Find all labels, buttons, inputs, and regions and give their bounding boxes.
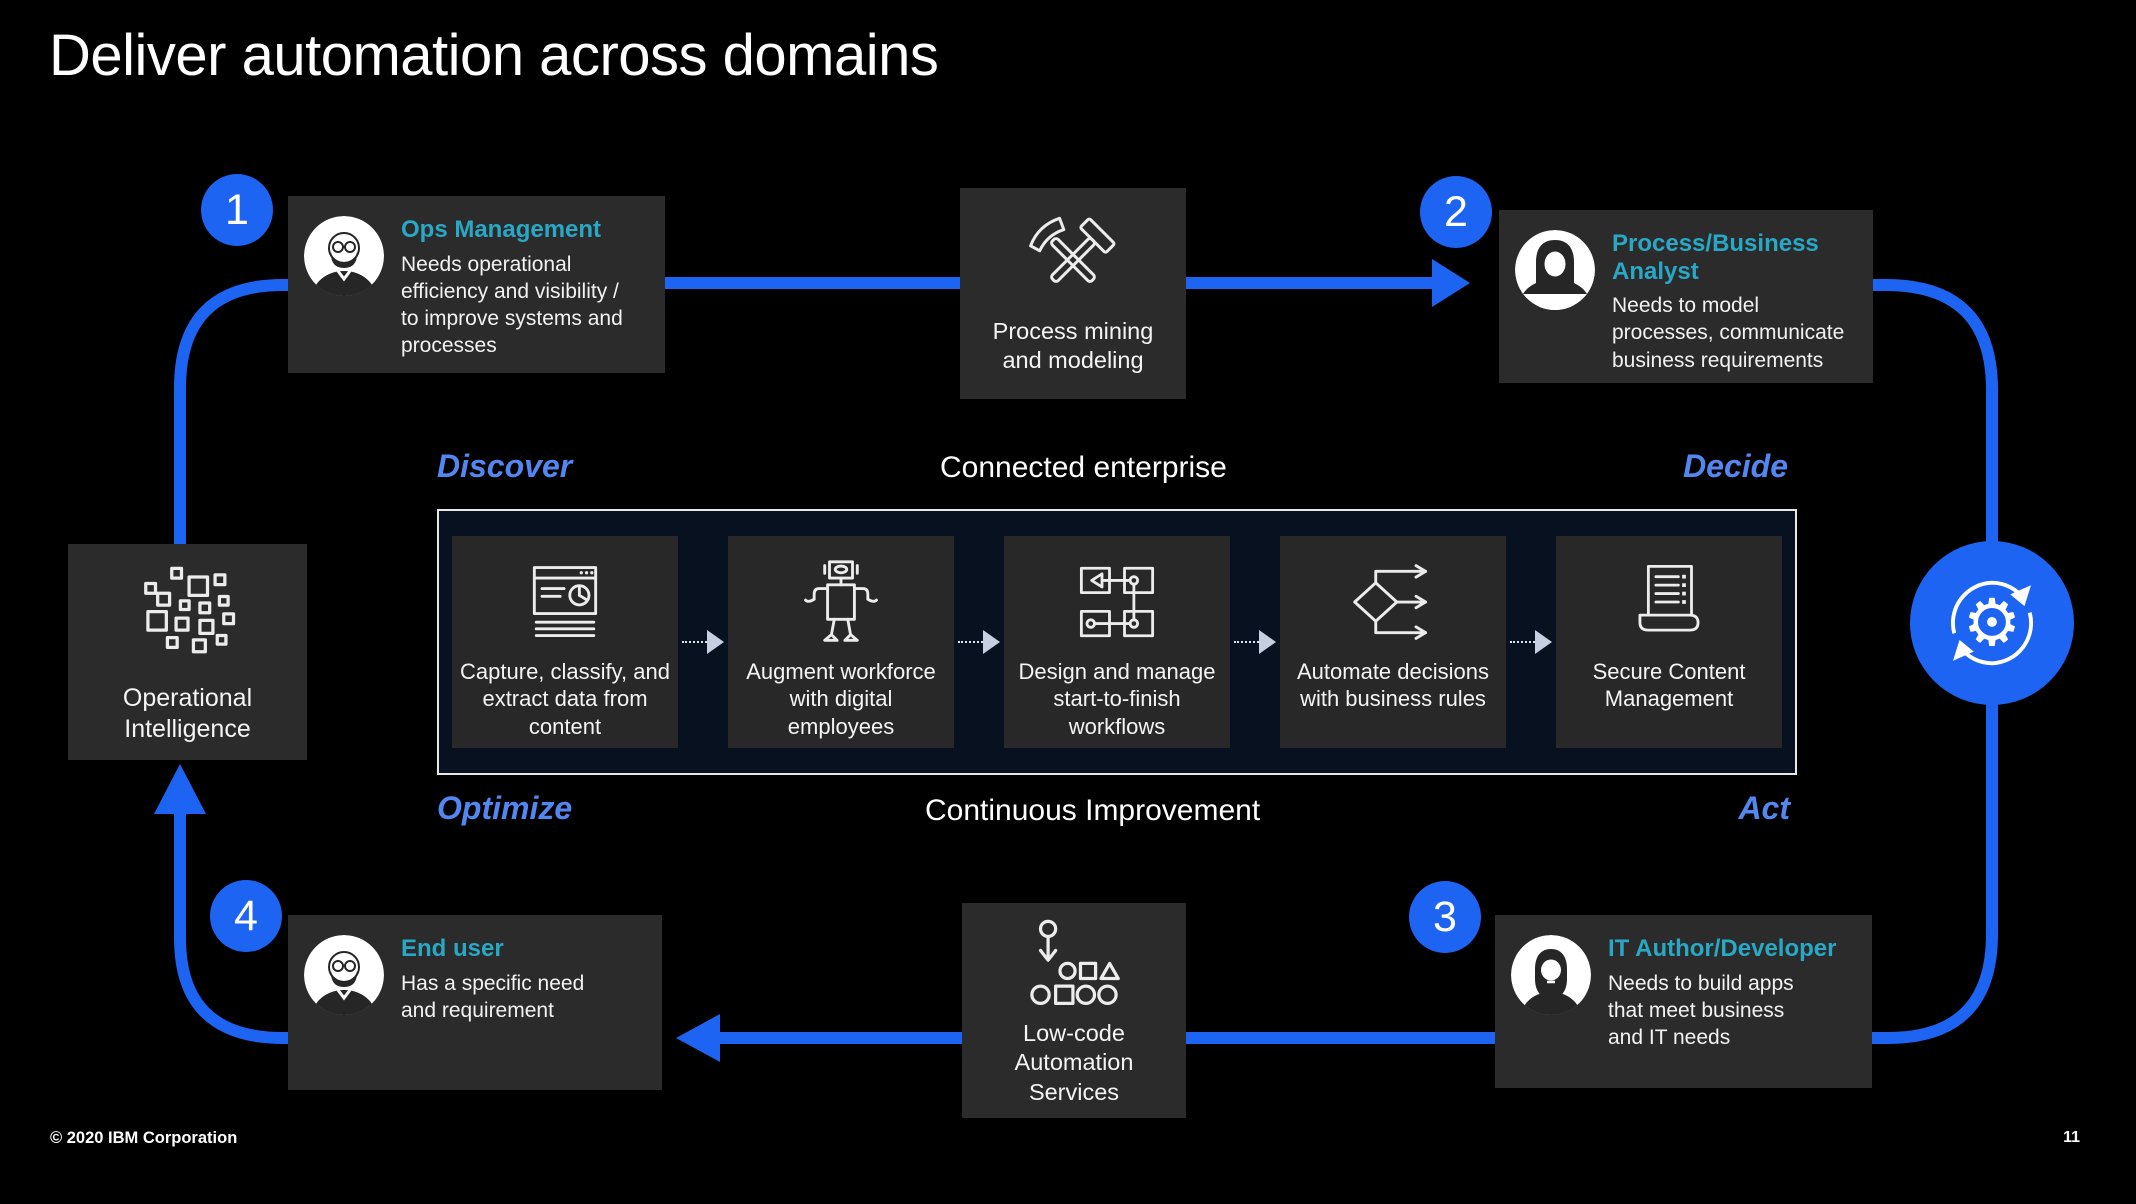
label-connected-enterprise: Connected enterprise bbox=[940, 451, 1227, 484]
avatar-bald-man-glasses-beard-icon bbox=[304, 935, 384, 1015]
capability-box-decisions: Automate decisions with business rules bbox=[1280, 536, 1506, 748]
stage-label-discover: Discover bbox=[437, 448, 573, 484]
node-label: Low-code Automation Services bbox=[1014, 1020, 1134, 1105]
connector-top-left-arc bbox=[174, 279, 290, 544]
browser-analytics-icon bbox=[519, 550, 611, 654]
dotted-arrow-icon bbox=[1510, 630, 1552, 654]
step-4-badge: 4 bbox=[210, 880, 282, 952]
node-label: Operational Intelligence bbox=[122, 684, 253, 744]
connector-bottom-left-arc bbox=[174, 812, 290, 1044]
scattered-squares-icon bbox=[128, 564, 248, 673]
dotted-arrow-icon bbox=[682, 630, 724, 654]
arrowhead-right-icon bbox=[1432, 259, 1470, 307]
node-label: Process mining and modeling bbox=[992, 318, 1154, 374]
persona-card-ops-management: Ops Management Needs operational efficie… bbox=[288, 196, 665, 373]
node-process-mining: Process mining and modeling bbox=[960, 188, 1186, 399]
persona-text: End user Has a specific need and require… bbox=[401, 935, 611, 1024]
persona-role: End user bbox=[401, 935, 504, 962]
persona-need: Needs to build apps that meet business a… bbox=[1608, 971, 1794, 1050]
persona-role: Ops Management bbox=[401, 216, 602, 243]
gear-sync-icon: ⚙ bbox=[1910, 541, 2074, 705]
page-title: Deliver automation across domains bbox=[49, 23, 939, 88]
step-2-badge: 2 bbox=[1420, 176, 1492, 248]
persona-need: Has a specific need and requirement bbox=[401, 971, 585, 1022]
svg-text:⚙: ⚙ bbox=[1963, 586, 2021, 661]
capability-label: Augment workforce with digital employees bbox=[746, 659, 936, 739]
persona-text: Process/Business Analyst Needs to model … bbox=[1612, 230, 1852, 374]
decision-branch-icon bbox=[1347, 550, 1439, 654]
dotted-arrow-icon bbox=[1234, 630, 1276, 654]
persona-need: Needs to model processes, communicate bu… bbox=[1612, 294, 1845, 372]
avatar-woman-long-hair-icon bbox=[1515, 230, 1595, 310]
label-continuous-improvement: Continuous Improvement bbox=[925, 794, 1261, 827]
dotted-arrow-icon bbox=[958, 630, 1000, 654]
persona-role: IT Author/Developer bbox=[1608, 935, 1837, 962]
copyright-text: © 2020 IBM Corporation bbox=[50, 1129, 238, 1147]
arrowhead-up-icon bbox=[154, 764, 206, 814]
arrowhead-left-icon bbox=[676, 1014, 720, 1062]
capability-container: Capture, classify, and extract data from… bbox=[437, 509, 1797, 775]
capability-label: Design and manage start-to-finish workfl… bbox=[1018, 659, 1216, 739]
persona-text: Ops Management Needs operational efficie… bbox=[401, 216, 641, 360]
avatar-bald-man-glasses-beard-icon bbox=[304, 216, 384, 296]
shapes-assembly-icon bbox=[1022, 917, 1126, 1017]
step-1-badge: 1 bbox=[201, 174, 273, 246]
workflow-diagram-icon bbox=[1072, 550, 1162, 654]
persona-role: Process/Business Analyst bbox=[1612, 230, 1819, 285]
node-low-code: Low-code Automation Services bbox=[962, 903, 1186, 1118]
persona-card-end-user: End user Has a specific need and require… bbox=[288, 915, 662, 1090]
capability-label: Secure Content Management bbox=[1592, 659, 1746, 712]
capability-box-content: Secure Content Management bbox=[1556, 536, 1782, 748]
capability-box-capture: Capture, classify, and extract data from… bbox=[452, 536, 678, 748]
stage-label-decide: Decide bbox=[1683, 448, 1788, 484]
capability-label: Automate decisions with business rules bbox=[1297, 659, 1489, 712]
persona-need: Needs operational efficiency and visibil… bbox=[401, 252, 623, 358]
capability-box-workflows: Design and manage start-to-finish workfl… bbox=[1004, 536, 1230, 748]
step-3-badge: 3 bbox=[1409, 881, 1481, 953]
scroll-document-icon bbox=[1624, 550, 1714, 654]
capability-box-augment: Augment workforce with digital employees bbox=[728, 536, 954, 748]
persona-card-process-business-analyst: Process/Business Analyst Needs to model … bbox=[1499, 210, 1873, 383]
avatar-man-hair-beard-icon bbox=[1511, 935, 1591, 1015]
robot-icon bbox=[795, 550, 887, 654]
stage-label-act: Act bbox=[1738, 790, 1790, 826]
stage-label-optimize: Optimize bbox=[437, 790, 573, 826]
crossed-hammers-icon bbox=[1025, 208, 1121, 309]
persona-text: IT Author/Developer Needs to build apps … bbox=[1608, 935, 1836, 1051]
node-operational-intelligence: Operational Intelligence bbox=[68, 544, 307, 760]
page-number: 11 bbox=[2063, 1129, 2080, 1146]
persona-card-it-author-developer: IT Author/Developer Needs to build apps … bbox=[1495, 915, 1872, 1088]
capability-label: Capture, classify, and extract data from… bbox=[460, 659, 670, 739]
